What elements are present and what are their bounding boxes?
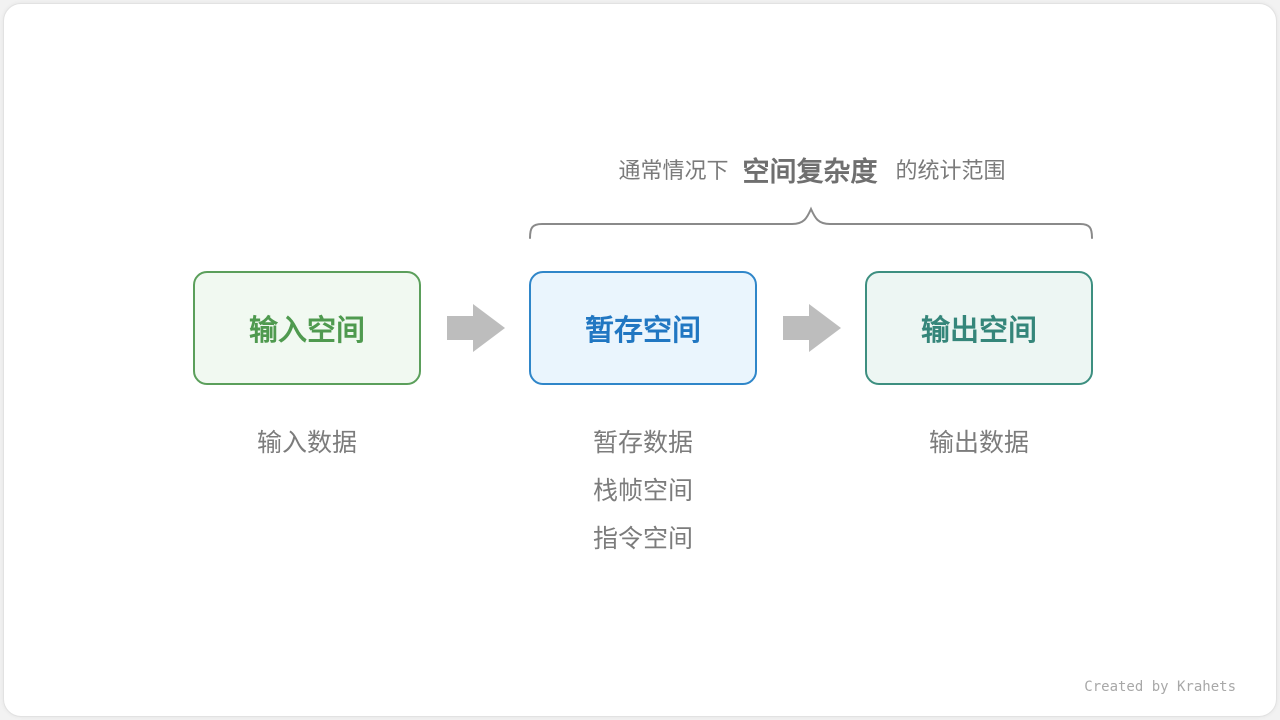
- input-data-text: 输入数据: [256, 428, 357, 457]
- stack-frame-space-text: 栈帧空间: [592, 476, 693, 505]
- input-space-description: 输入数据: [193, 422, 421, 470]
- brace-path: [529, 206, 1093, 239]
- temporary-space-box: 暂存空间: [529, 271, 757, 385]
- output-data-text: 输出数据: [928, 428, 1029, 457]
- temporary-space-description: 暂存数据 栈帧空间 指令空间: [529, 422, 757, 566]
- input-space-label: 输入空间: [248, 313, 365, 347]
- diagram-canvas: 通常情况下 空间复杂度 的统计范围 输入空间 暂存空间 输出空间 输入数据 暂存…: [3, 3, 1277, 717]
- scope-caption: 通常情况下 空间复杂度 的统计范围: [524, 144, 1100, 194]
- arrow-right-icon: [447, 304, 505, 352]
- arrow-right-icon: [783, 304, 841, 352]
- caption-highlight: 空间复杂度: [742, 156, 878, 188]
- input-space-box: 输入空间: [193, 271, 421, 385]
- temporary-space-label: 暂存空间: [584, 313, 701, 347]
- instruction-space-text: 指令空间: [592, 524, 693, 553]
- temporary-data-text: 暂存数据: [592, 428, 693, 457]
- output-space-box: 输出空间: [865, 271, 1093, 385]
- credit-text: Created by Krahets: [1084, 679, 1236, 695]
- output-space-description: 输出数据: [865, 422, 1093, 470]
- caption-suffix: 的统计范围: [895, 159, 1006, 184]
- caption-prefix: 通常情况下: [618, 159, 729, 184]
- scope-brace: [529, 206, 1093, 239]
- output-space-label: 输出空间: [920, 313, 1037, 347]
